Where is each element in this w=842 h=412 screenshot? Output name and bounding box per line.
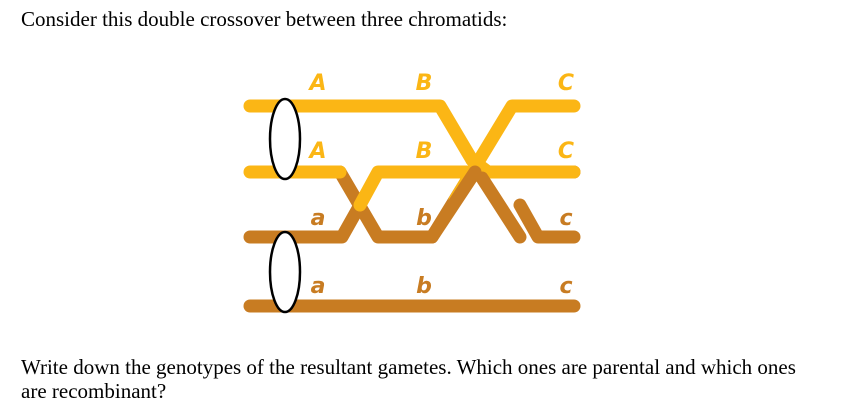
allele-label-row1-c: C [558,71,574,96]
centromere-bottom [268,230,302,314]
chromatid-2-middle [353,165,581,212]
allele-label-row3-b: b [416,206,432,231]
chromatid-1-crossover-down [465,153,495,179]
allele-label-row4-c: c [559,274,572,299]
allele-label-row4-a: a [311,274,326,299]
question-intro: Consider this double crossover between t… [21,7,508,31]
allele-label-row4-b: b [416,274,432,299]
chromatid-3-right-end [513,198,581,244]
centromere-top [268,97,302,181]
allele-label-row1-b: B [416,71,433,96]
chromatid-3-left [243,198,367,244]
chromatid-1-left [243,99,479,167]
chromatid-2-crossover-down [475,171,527,244]
question-prompt: Write down the genotypes of the resultan… [21,355,796,403]
allele-label-row1-a: A [307,71,326,96]
allele-label-row2-a: A [307,139,326,164]
chromatid-3-crossover [425,165,482,244]
allele-label-row2-c: C [558,139,574,164]
allele-label-row2-b: B [416,139,433,164]
allele-label-row3-a: a [311,206,326,231]
allele-label-row3-c: c [559,206,572,231]
